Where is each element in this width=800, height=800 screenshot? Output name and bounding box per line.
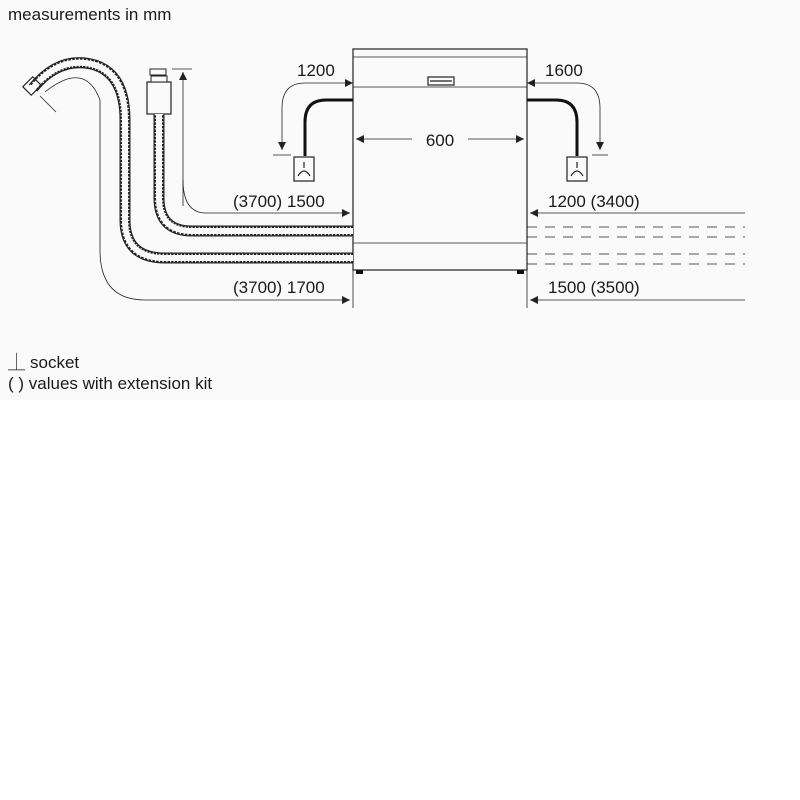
power-cord-left [303, 98, 353, 156]
diagram-panel: measurements in mm 600 1200 1600 [8, 5, 745, 393]
drain-hose [146, 68, 353, 237]
arc-dimension-right [527, 79, 604, 150]
arc-dimension-left [278, 79, 353, 150]
legend-socket-symbol-icon: ⏊ [8, 352, 25, 372]
dim-left-up: 1200 [297, 61, 335, 80]
legend: ⏊ socket ( ) values with extension kit [8, 352, 212, 393]
width-label: 600 [426, 131, 454, 150]
dim-right-up: 1600 [545, 61, 583, 80]
socket-left-icon [293, 156, 315, 182]
dim-left-upper: (3700) 1500 [233, 192, 325, 211]
installation-diagram: measurements in mm 600 1200 1600 [8, 5, 745, 393]
dim-left-lower: (3700) 1700 [233, 278, 325, 297]
right-connection-lines [527, 209, 745, 304]
title: measurements in mm [8, 5, 171, 24]
dishwasher-outline [352, 48, 528, 274]
legend-socket-label: socket [30, 353, 79, 372]
supply-hose [21, 57, 353, 304]
power-cord-right [527, 98, 579, 156]
dim-right-lower: 1500 (3500) [548, 278, 640, 297]
width-dimension: 600 [356, 131, 524, 150]
socket-right-icon [566, 156, 588, 182]
legend-extension-label: ( ) values with extension kit [8, 374, 212, 393]
dim-right-upper: 1200 (3400) [548, 192, 640, 211]
